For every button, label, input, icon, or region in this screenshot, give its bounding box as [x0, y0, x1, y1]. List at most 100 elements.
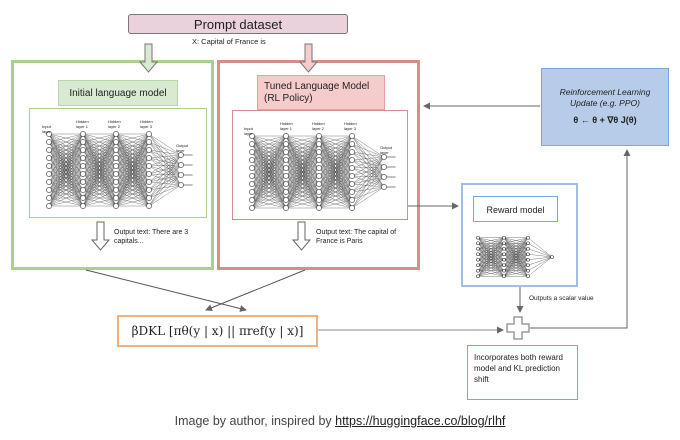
- network-edge: [285, 175, 320, 209]
- network-node: [476, 235, 480, 240]
- prompt-dataset-title: Prompt dataset: [193, 17, 283, 32]
- network-edge: [115, 189, 150, 207]
- network-node: [502, 246, 506, 251]
- network-node: [178, 182, 184, 188]
- network-node: [146, 147, 152, 153]
- network-node: [476, 241, 480, 246]
- network-edge: [115, 157, 150, 207]
- network-node: [113, 131, 119, 137]
- tuned-model-container: [217, 60, 420, 270]
- network-node: [316, 141, 322, 147]
- network-node: [316, 189, 322, 195]
- tuned-model-title-line2: (RL Policy): [264, 93, 313, 104]
- network-edge: [115, 133, 150, 143]
- network-node: [526, 252, 530, 257]
- network-edge: [148, 184, 182, 191]
- network-node: [502, 241, 506, 246]
- network-node: [349, 149, 355, 155]
- initial-model-container: [11, 60, 214, 270]
- network-node: [349, 157, 355, 163]
- network-edge: [48, 133, 84, 199]
- network-edge: [503, 259, 529, 277]
- network-edge: [318, 151, 353, 209]
- network-node: [80, 203, 86, 209]
- network-edge: [48, 133, 84, 183]
- network-node: [316, 197, 322, 203]
- network-node: [80, 163, 86, 169]
- network-edge: [148, 173, 182, 186]
- network-edge: [351, 175, 385, 178]
- network-edge: [477, 243, 505, 277]
- network-edge: [148, 174, 182, 191]
- network-edge: [148, 164, 182, 207]
- network-edge: [115, 133, 150, 183]
- network-edge: [527, 256, 553, 271]
- network-node: [46, 171, 52, 177]
- network-edge: [82, 133, 117, 199]
- network-node: [283, 165, 289, 171]
- network-edge: [48, 165, 84, 207]
- network-edge: [251, 151, 287, 209]
- network-edge: [148, 141, 182, 156]
- network-node: [178, 152, 184, 158]
- network-node: [46, 131, 52, 137]
- network-edge: [285, 143, 320, 209]
- network-node: [526, 257, 530, 262]
- network-node: [249, 197, 255, 203]
- network-edge: [527, 256, 553, 266]
- network-edge: [285, 135, 320, 169]
- network-edge: [351, 143, 385, 178]
- network-node: [178, 172, 184, 178]
- network-node: [283, 181, 289, 187]
- network-edge: [148, 149, 182, 176]
- network-edge: [148, 154, 182, 207]
- network-edge: [351, 156, 385, 161]
- network-edge: [251, 135, 287, 161]
- network-edge: [285, 135, 320, 185]
- network-edge: [251, 143, 287, 209]
- network-edge: [148, 141, 182, 176]
- network-edge: [82, 141, 117, 207]
- caption-link[interactable]: https://huggingface.co/blog/rlhf: [335, 414, 506, 428]
- network-edge: [148, 164, 182, 191]
- network-edge: [477, 259, 505, 277]
- network-node: [381, 184, 387, 190]
- network-node: [526, 263, 530, 268]
- network-node: [476, 257, 480, 262]
- network-node: [283, 149, 289, 155]
- network-node: [146, 187, 152, 193]
- tuned-layer-input: Input layer: [244, 126, 253, 136]
- network-edge: [351, 151, 385, 168]
- network-edge: [351, 166, 385, 193]
- network-node: [249, 133, 255, 139]
- network-node: [502, 235, 506, 240]
- network-node: [283, 205, 289, 211]
- network-edge: [477, 265, 505, 277]
- network-edge: [351, 159, 385, 188]
- network-edge: [351, 156, 385, 169]
- network-edge: [48, 133, 84, 175]
- network-node: [316, 149, 322, 155]
- network-edge: [351, 135, 385, 188]
- network-edge: [82, 181, 117, 207]
- network-node: [476, 274, 480, 279]
- network-node: [46, 203, 52, 209]
- network-node: [283, 133, 289, 139]
- network-edge: [285, 159, 320, 209]
- network-edge: [251, 135, 287, 185]
- network-edge: [318, 135, 353, 185]
- network-edge: [148, 154, 182, 167]
- network-edge: [148, 174, 182, 183]
- network-node: [146, 139, 152, 145]
- network-edge: [351, 167, 385, 188]
- network-edge: [48, 133, 84, 151]
- network-edge: [351, 166, 385, 177]
- prompt-example: X: Capital of France is: [192, 37, 266, 46]
- network-edge: [318, 135, 353, 209]
- network-edge: [48, 133, 84, 143]
- network-edge: [351, 156, 385, 193]
- network-edge: [82, 197, 117, 207]
- network-edge: [48, 149, 84, 207]
- reward-model-network: [476, 235, 554, 279]
- network-node: [526, 246, 530, 251]
